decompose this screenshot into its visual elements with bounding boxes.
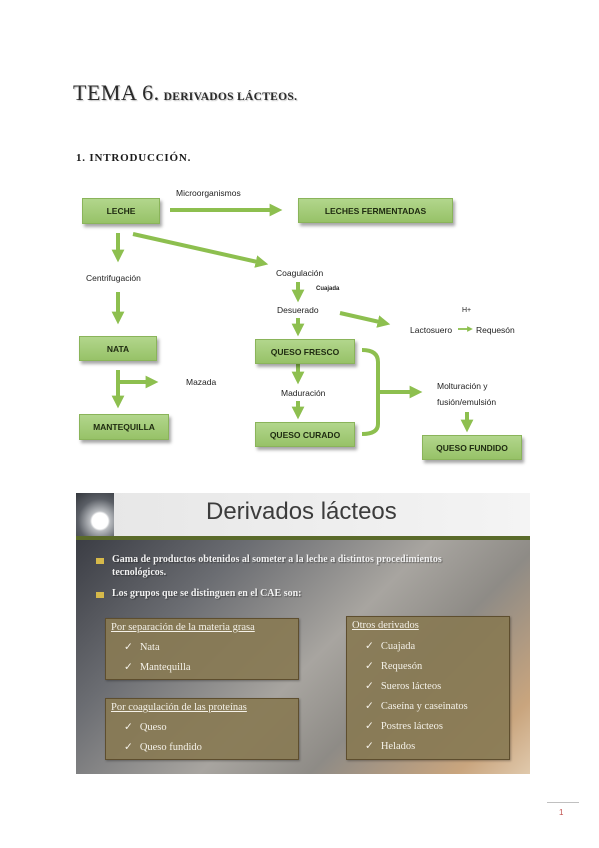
panel-item: ✓Cuajada: [365, 641, 416, 652]
label-mazada: Mazada: [186, 377, 217, 387]
check-icon: ✓: [365, 741, 374, 752]
document-title: TEMA 6. DERIVADOS LÁCTEOS.: [73, 80, 297, 106]
slide-bullet-1-line-1: Gama de productos obtenidos al someter a…: [112, 554, 442, 565]
label-coagulacion: Coagulación: [276, 268, 324, 278]
box-leche: LECHE: [82, 198, 160, 224]
panel-coagulacion-proteinas: Por coagulación de las proteínas ✓Queso …: [105, 698, 299, 760]
panel-heading: Otros derivados: [352, 620, 419, 631]
diagram-arrows: [111, 203, 474, 436]
slide-header: [76, 493, 530, 536]
check-icon: ✓: [124, 642, 133, 653]
box-leches-fermentadas: LECHES FERMENTADAS: [298, 198, 453, 223]
title-main: TEMA 6.: [73, 80, 160, 105]
label-fusion-emulsion: fusión/emulsión: [437, 397, 497, 407]
slide-bullet-1-line-2: tecnológicos.: [112, 567, 167, 578]
panel-item: ✓Nata: [124, 642, 160, 653]
check-icon: ✓: [124, 662, 133, 673]
panel-item: ✓Queso: [124, 722, 167, 733]
check-icon: ✓: [365, 721, 374, 732]
section-heading: 1. INTRODUCCIÓN.: [76, 152, 192, 164]
slide-header-band: [76, 536, 530, 540]
box-queso-fresco: QUESO FRESCO: [255, 339, 355, 364]
label-desuerado: Desuerado: [277, 305, 319, 315]
label-lactosuero: Lactosuero: [410, 325, 453, 335]
label-hplus: H+: [462, 307, 472, 314]
panel-item: ✓Mantequilla: [124, 662, 191, 673]
check-icon: ✓: [365, 641, 374, 652]
label-cuajada: Cuajada: [316, 286, 340, 292]
slide-header-photo: [76, 493, 114, 536]
panel-item: ✓Postres lácteos: [365, 721, 443, 732]
check-icon: ✓: [365, 701, 374, 712]
label-requeson: Requesón: [476, 325, 515, 335]
check-icon: ✓: [124, 722, 133, 733]
box-nata: NATA: [79, 336, 157, 361]
box-queso-curado: QUESO CURADO: [255, 422, 355, 447]
arrow-leche-coagulacion: [132, 232, 269, 268]
check-icon: ✓: [124, 742, 133, 753]
panel-separacion-grasa: Por separación de la materia grasa ✓Nata…: [105, 618, 299, 680]
panel-item: ✓Caseína y caseinatos: [365, 701, 468, 712]
page-number: 1: [559, 808, 564, 817]
box-queso-fundido: QUESO FUNDIDO: [422, 435, 522, 460]
panel-item: ✓Queso fundido: [124, 742, 202, 753]
panel-item: ✓Sueros lácteos: [365, 681, 442, 692]
arrow-lactosuero: [339, 311, 391, 328]
slide-derivados-lacteos: Derivados lácteos Gama de productos obte…: [76, 493, 530, 774]
panel-heading: Por separación de la materia grasa: [111, 622, 255, 633]
panel-heading: Por coagulación de las proteínas: [111, 702, 247, 713]
bullet-square-icon: [96, 592, 104, 598]
label-microorganismos: Microorganismos: [176, 188, 241, 198]
footer-divider: [547, 802, 579, 803]
slide-bullet-2: Los grupos que se distinguen en el CAE s…: [112, 588, 302, 599]
box-mantequilla: MANTEQUILLA: [79, 414, 169, 440]
title-sub: DERIVADOS LÁCTEOS.: [163, 91, 298, 103]
panel-item: ✓Helados: [365, 741, 416, 752]
bullet-square-icon: [96, 558, 104, 564]
dairy-flow-diagram: LECHE LECHES FERMENTADAS NATA MANTEQUILL…: [79, 188, 522, 460]
check-icon: ✓: [365, 661, 374, 672]
panel-item: ✓Requesón: [365, 661, 423, 672]
check-icon: ✓: [365, 681, 374, 692]
bracket-quesos: [361, 348, 380, 436]
panel-otros-derivados: Otros derivados ✓Cuajada ✓Requesón ✓Suer…: [346, 616, 510, 760]
label-maduracion: Maduración: [281, 388, 326, 398]
label-centrifugacion: Centrifugación: [86, 273, 141, 283]
slide-title: Derivados lácteos: [206, 498, 397, 525]
label-molturacion: Molturación y: [437, 381, 488, 391]
